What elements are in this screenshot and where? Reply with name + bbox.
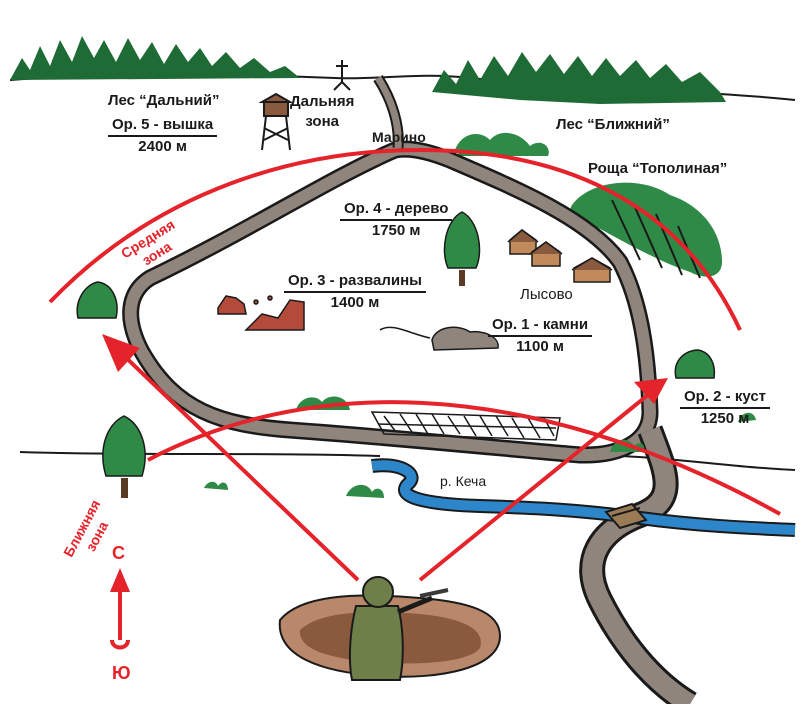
landmark-or3-name: Ор. 3 - развалины — [284, 272, 426, 293]
bridge — [604, 502, 648, 530]
label-forest-far: Лес “Дальний” — [108, 92, 220, 109]
small-grove — [455, 132, 549, 156]
landmark-or2-distance: 1250 м — [700, 410, 750, 427]
road-loop — [122, 140, 659, 464]
tree-near-left — [102, 415, 146, 498]
observation-arrows — [116, 348, 656, 582]
houses-lysovo — [507, 229, 613, 283]
compass-south: Ю — [112, 663, 131, 683]
label-river: р. Кеча — [440, 473, 487, 489]
landmark-or1: Ор. 1 - камни 1100 м — [488, 316, 593, 356]
road-south — [579, 425, 697, 704]
landmark-or1-name: Ор. 1 - камни — [488, 316, 593, 337]
label-village-marino: Марино — [372, 129, 426, 145]
soldier — [348, 576, 449, 681]
bush-middle-left — [76, 281, 118, 319]
bush-or2 — [674, 349, 716, 379]
landmark-or5: Ор. 5 - вышка 2400 м — [108, 116, 218, 156]
zone-arcs — [48, 147, 781, 516]
label-zone-far: Дальняя зона — [290, 93, 355, 130]
grove-topolinaya — [570, 182, 722, 279]
arrow-heads — [102, 334, 668, 404]
tree-or4 — [443, 211, 481, 286]
landmark-or3: Ор. 3 - развалины 1400 м — [284, 272, 426, 312]
landmark-or4-name: Ор. 4 - дерево — [340, 200, 453, 221]
landmark-or5-distance: 2400 м — [138, 138, 187, 155]
compass-arrow-head — [110, 568, 130, 592]
horizon-marker — [333, 60, 351, 91]
river-kecha — [371, 458, 796, 537]
label-forest-near: Лес “Ближний” — [556, 116, 670, 133]
wire-obstacles — [370, 411, 561, 441]
landmark-or5-name: Ор. 5 - вышка — [108, 116, 218, 137]
label-grove: Роща “Тополиная” — [588, 160, 728, 177]
landmark-or4: Ор. 4 - дерево 1750 м — [340, 200, 453, 240]
forest-far — [10, 36, 300, 80]
landmark-or1-distance: 1100 м — [516, 338, 564, 355]
stones — [379, 326, 499, 351]
ruins — [217, 295, 305, 331]
watchtower — [258, 92, 294, 151]
compass-arrow — [110, 586, 130, 650]
landmark-or2: Ор. 2 - куст 1250 м — [680, 388, 771, 428]
road-north — [373, 75, 404, 149]
landmark-or2-name: Ор. 2 - куст — [680, 388, 771, 409]
landmark-or3-distance: 1400 м — [330, 294, 380, 311]
forest-near — [432, 52, 726, 104]
compass-north: С — [112, 543, 125, 563]
label-village-lysovo: Лысово — [520, 286, 573, 303]
landmark-or4-distance: 1750 м — [371, 222, 421, 239]
